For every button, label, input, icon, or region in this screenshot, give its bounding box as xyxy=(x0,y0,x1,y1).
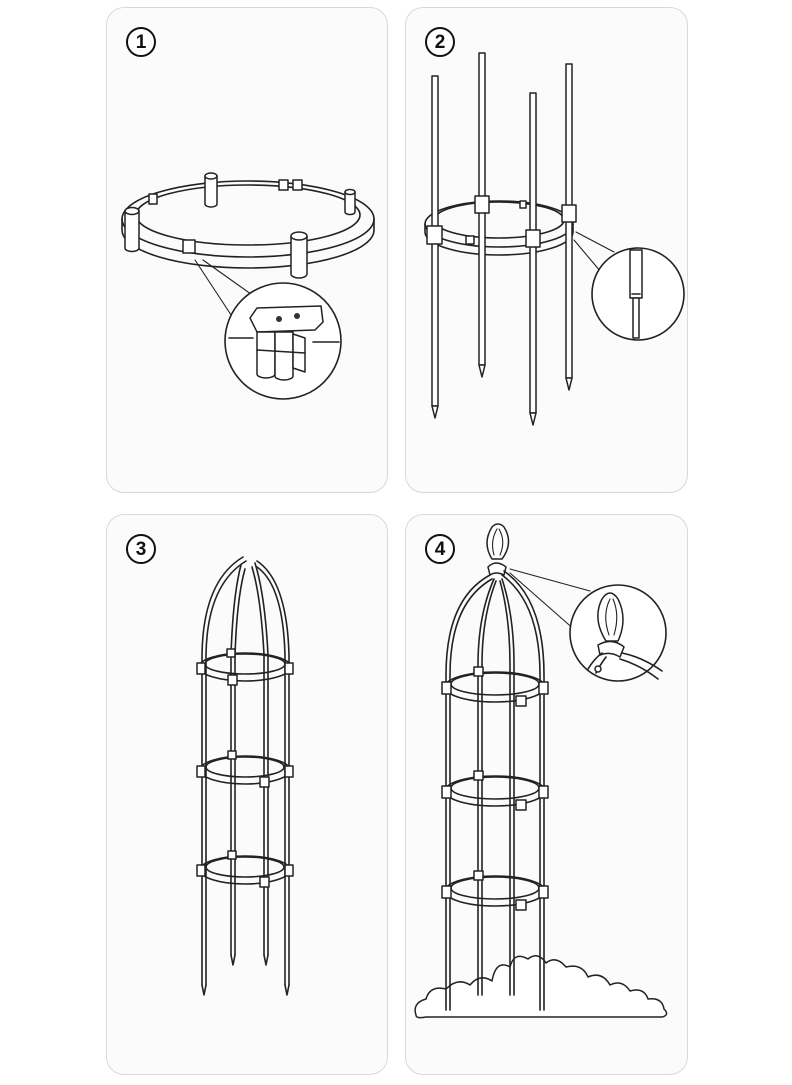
frame-ring xyxy=(441,770,549,811)
step-2-panel: 2 xyxy=(405,7,688,493)
connector-detail-zoom xyxy=(224,282,342,400)
stake xyxy=(426,75,443,419)
ring-joint-clips xyxy=(148,179,303,254)
stake xyxy=(474,52,490,378)
ring-assembly-illustration xyxy=(121,172,375,400)
finished-obelisk-illustration xyxy=(414,523,668,1019)
frame-ring xyxy=(441,666,549,707)
stake-socket xyxy=(344,188,356,216)
frame-ring xyxy=(441,870,549,911)
finial-detail-zoom xyxy=(569,584,667,682)
frame-ring xyxy=(196,750,294,788)
step-1-panel: 1 xyxy=(106,7,388,493)
step-2-number: 2 xyxy=(425,27,455,57)
assembled-frame-illustration xyxy=(196,556,294,996)
frame-ring xyxy=(196,850,294,888)
step-3-panel: 3 xyxy=(106,514,388,1075)
stake-socket xyxy=(204,172,218,208)
finial-cap xyxy=(486,523,510,576)
stake-socket xyxy=(290,231,308,279)
stake-joint-zoom xyxy=(591,247,685,341)
step-4-number: 4 xyxy=(425,534,455,564)
stake-socket xyxy=(124,206,140,253)
stake xyxy=(525,92,541,426)
step-3-number: 3 xyxy=(126,534,156,564)
step-1-number: 1 xyxy=(126,27,156,57)
stake xyxy=(561,63,577,391)
frame-ring xyxy=(196,648,294,686)
step-4-panel: 4 xyxy=(405,514,688,1075)
soil-mound xyxy=(414,955,668,1019)
stakes-insertion-illustration xyxy=(424,52,685,426)
